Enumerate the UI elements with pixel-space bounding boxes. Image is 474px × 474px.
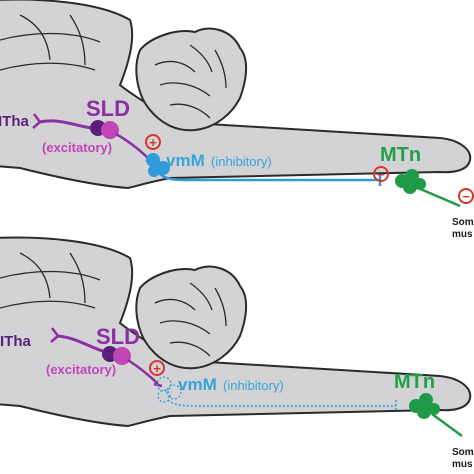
sld-label: SLD [96,324,140,349]
sld-terminal [153,382,163,388]
vmm-neurons-inactive [156,376,182,403]
muscle-minus-symbol [458,188,474,204]
mtn-neurons [395,169,426,194]
mtn-label: MTn [380,144,421,166]
somatic-muscle-label-2: mus [452,459,473,470]
excitatory-plus-text: + [149,135,157,150]
itha-axon [39,119,93,130]
vmm-inhibitory-label: (inhibitory) [223,378,284,393]
vmm-label: vmM [166,151,205,170]
itha-label: ITha [0,333,31,350]
vmm-label: vmM [178,375,217,394]
brain-silhouette-bottom [0,236,472,427]
itha-axon [57,334,107,354]
mtn-label: MTn [394,371,435,393]
somatic-muscle-label-2: mus [452,229,473,240]
sld-neuron-light [101,121,119,139]
vmm-axon-inactive [167,399,396,407]
itha-terminal [32,113,41,129]
sld-excitatory-label: (excitatory) [46,362,116,377]
inhibitory-minus-symbol [373,166,389,182]
excitatory-plus-text: + [153,361,161,376]
vmm-neuron-1 [146,153,160,167]
vmm-inhibitory-label: (inhibitory) [211,154,272,169]
sld-neuron-light [113,347,131,365]
sld-label: SLD [86,96,130,121]
mtn-axon [417,186,461,208]
panel-bottom: ITha SLD (excitatory) + vmM (inhibitory)… [0,236,474,470]
mtn-axon [431,412,463,438]
muscle-minus-text: − [462,189,470,204]
panel-top: ITha SLD (excitatory) + vmM (inhibitory)… [0,0,474,240]
excitatory-plus-symbol [145,134,161,150]
somatic-muscle-label-1: Soma [452,217,474,228]
mtn-neurons [409,393,440,419]
vmm-neuron-3 [148,165,160,177]
itha-label: ITha [0,113,29,130]
itha-terminal [50,327,59,343]
sld-excitatory-label: (excitatory) [42,140,112,155]
vmm-axon-active [157,171,380,182]
somatic-muscle-label-1: Soma [452,447,474,458]
excitatory-plus-symbol [149,360,165,376]
sld-axon [127,358,159,385]
inhibitory-minus-text: − [377,167,385,182]
